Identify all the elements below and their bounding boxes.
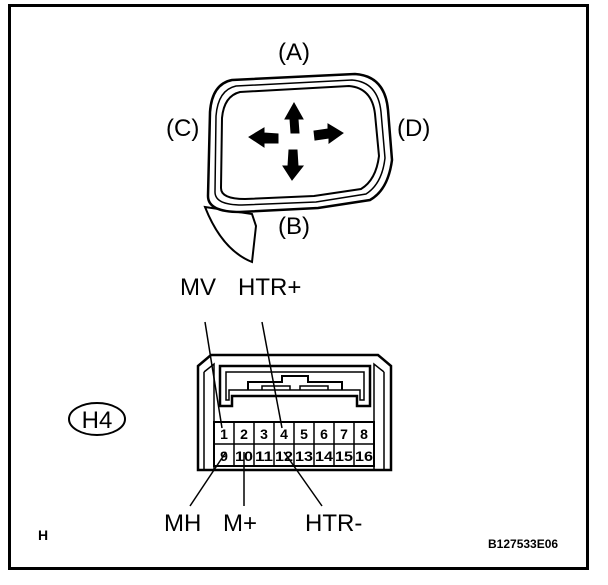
connector-latch xyxy=(247,375,343,390)
mirror-housing-middle xyxy=(214,79,386,206)
connector-tag-oval xyxy=(68,402,126,436)
arrow-down-icon xyxy=(282,149,305,181)
wire-label-m-plus: M+ xyxy=(223,510,257,537)
wire-label-htr-minus: HTR- xyxy=(305,510,362,537)
pin-13: 13 xyxy=(295,448,313,464)
mirror-glass xyxy=(219,84,381,201)
mirror-arrows xyxy=(248,101,344,181)
pin-1: 1 xyxy=(220,426,228,442)
label-d: (D) xyxy=(397,115,430,142)
figure-border xyxy=(8,4,589,570)
leader-htr-minus xyxy=(283,451,323,507)
connector-lock-outer xyxy=(218,364,372,408)
wire-label-mv: MV xyxy=(180,274,216,301)
connector-latch-detail xyxy=(261,385,329,390)
wire-label-htr-plus: HTR+ xyxy=(238,274,301,301)
connector-lock-inner xyxy=(225,371,365,401)
leader-htr-plus xyxy=(261,321,283,429)
arrow-left-icon xyxy=(248,127,279,148)
pin-2: 2 xyxy=(240,426,248,442)
pin-16: 16 xyxy=(355,448,373,464)
pin-14: 14 xyxy=(315,448,333,464)
wire-label-mh: MH xyxy=(164,510,201,537)
side-marker: H xyxy=(38,527,48,543)
connector-tag-label: H4 xyxy=(82,407,113,434)
pin-5: 5 xyxy=(300,426,308,442)
pin-7: 7 xyxy=(340,426,348,442)
mirror-illustration xyxy=(203,72,394,264)
arrow-right-icon xyxy=(313,123,344,144)
pin-15: 15 xyxy=(335,448,353,464)
pin-8: 8 xyxy=(360,426,368,442)
figure-code: B127533E06 xyxy=(488,537,558,551)
leader-lines xyxy=(189,321,323,507)
pin-11: 11 xyxy=(255,448,273,464)
leader-mv xyxy=(204,321,223,429)
mirror-housing-outer xyxy=(206,72,394,214)
mirror-mount xyxy=(203,205,258,264)
pin-3: 3 xyxy=(260,426,268,442)
label-b: (B) xyxy=(278,213,310,240)
connector-h4: 1 2 3 4 5 6 7 8 9 10 11 12 13 14 15 16 xyxy=(196,353,393,472)
pin-6: 6 xyxy=(320,426,328,442)
pin-4: 4 xyxy=(280,426,288,442)
label-c: (C) xyxy=(166,115,199,142)
label-a: (A) xyxy=(278,39,310,66)
leader-mh xyxy=(189,451,227,507)
arrow-up-icon xyxy=(284,101,304,134)
pin-12: 12 xyxy=(275,448,293,464)
